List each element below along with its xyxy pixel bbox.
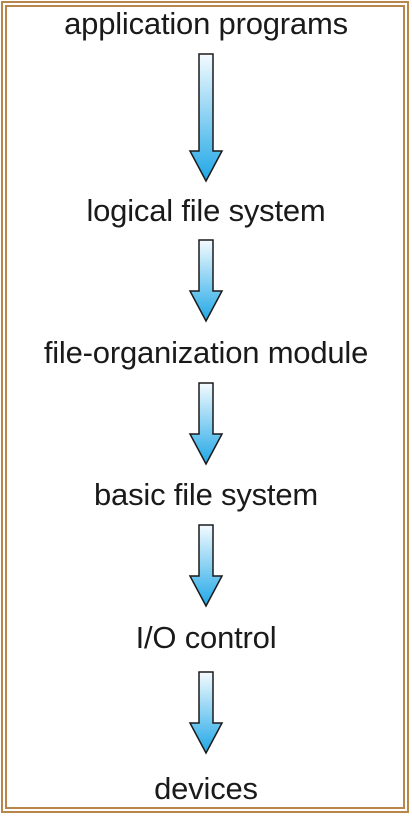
layer-basic-file-system: basic file system	[94, 477, 318, 512]
down-arrow-icon	[188, 524, 224, 608]
inner-frame-border	[5, 5, 405, 809]
down-arrow-icon	[188, 671, 224, 755]
down-arrow-icon	[188, 239, 224, 323]
layer-file-organization-module: file-organization module	[43, 335, 369, 370]
layer-io-control: I/O control	[135, 620, 277, 655]
down-arrow-icon	[188, 53, 224, 183]
layer-devices: devices	[154, 771, 258, 806]
layer-logical-file-system: logical file system	[86, 193, 326, 228]
layer-application-programs: application programs	[64, 6, 348, 41]
down-arrow-icon	[188, 382, 224, 466]
